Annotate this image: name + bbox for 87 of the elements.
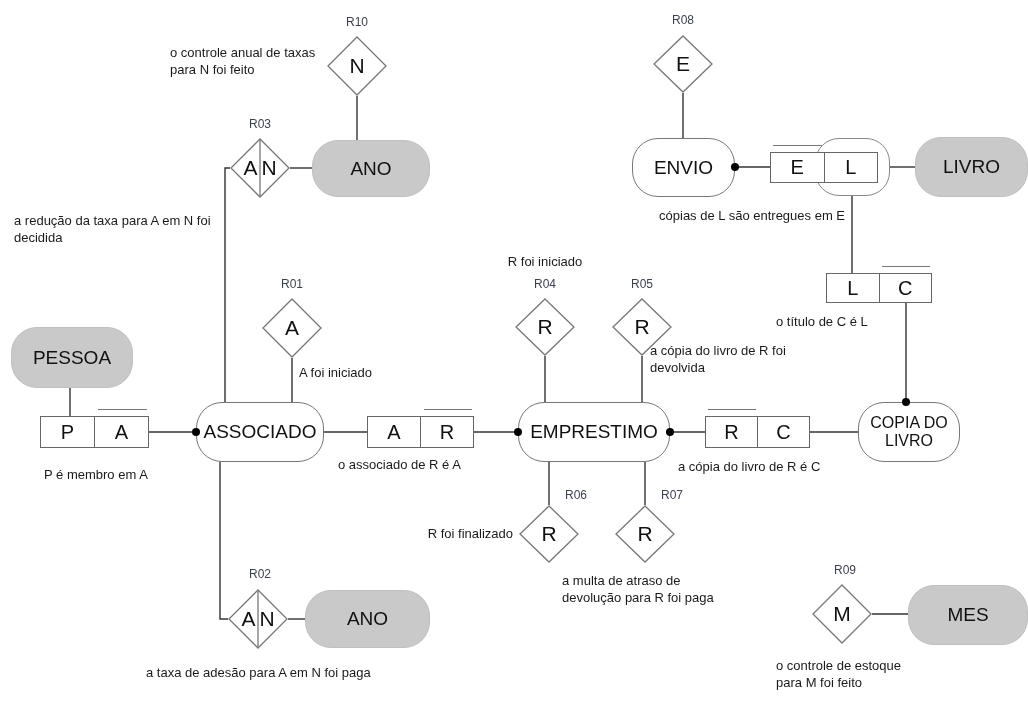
connector-line bbox=[323, 431, 368, 433]
fact-reading: a cópia do livro de R é C bbox=[678, 458, 822, 475]
reference-code: R06 bbox=[564, 487, 588, 504]
connector-line bbox=[809, 431, 859, 433]
entity-type-box: EMPRESTIMO bbox=[518, 402, 670, 462]
role-cell: A bbox=[367, 416, 421, 448]
fact-type-diamond bbox=[653, 35, 713, 93]
role-label: A bbox=[243, 156, 258, 180]
fact-type-diamond bbox=[228, 589, 288, 649]
fact-reading: cópias de L são entregues em E bbox=[658, 207, 845, 224]
connector-line bbox=[644, 461, 646, 506]
connector-line bbox=[356, 95, 358, 141]
connector-line bbox=[148, 428, 200, 436]
role-label: R bbox=[637, 522, 653, 546]
connector-line bbox=[902, 302, 910, 406]
reference-code: R04 bbox=[533, 276, 557, 293]
role-label: N bbox=[261, 156, 277, 180]
connector-line bbox=[851, 195, 853, 274]
fact-reading: a redução da taxa para A em N foi decidida bbox=[14, 212, 212, 246]
connector-line bbox=[69, 387, 71, 417]
reference-code: R07 bbox=[660, 487, 684, 504]
fact-reading: o associado de R é A bbox=[338, 456, 462, 473]
fact-reading: o controle de estoque para M foi feito bbox=[776, 657, 903, 691]
connector-line bbox=[548, 461, 550, 506]
connector-line bbox=[289, 167, 313, 169]
role-label: M bbox=[833, 602, 851, 626]
role-label: R bbox=[541, 522, 557, 546]
fact-reading: a multa de atraso de devolução para R foi paga bbox=[562, 572, 715, 606]
connector-line bbox=[473, 428, 522, 436]
connector-line bbox=[666, 428, 706, 436]
role-cell: R bbox=[705, 416, 758, 448]
fact-reading: a taxa de adesão para A em N foi paga bbox=[146, 664, 372, 681]
fact-type-diamond bbox=[515, 298, 575, 356]
reference-code: R03 bbox=[248, 116, 272, 133]
connector-line bbox=[287, 618, 306, 620]
value-type-box: PESSOA bbox=[11, 327, 133, 388]
value-type-box: ANO bbox=[305, 590, 430, 648]
role-label: R bbox=[634, 315, 650, 339]
fact-type-diamond bbox=[327, 36, 387, 96]
connector-line bbox=[682, 92, 684, 139]
role-cell: A bbox=[95, 416, 149, 448]
fact-type-diamond bbox=[519, 505, 579, 563]
role-label: N bbox=[349, 54, 365, 78]
role-cell: L bbox=[826, 273, 880, 303]
value-type-box: MES bbox=[908, 585, 1028, 645]
role-cell: R bbox=[421, 416, 474, 448]
reference-code: R08 bbox=[671, 12, 695, 29]
value-type-box: ANO bbox=[312, 140, 430, 197]
role-label: A bbox=[241, 607, 256, 631]
reference-code: R10 bbox=[345, 14, 369, 31]
fact-reading: R foi iniciado bbox=[506, 253, 584, 270]
entity-type-box: ENVIO bbox=[632, 138, 735, 197]
fact-reading: P é membro em A bbox=[44, 466, 149, 483]
role-cell: P bbox=[40, 416, 95, 448]
reference-code: R09 bbox=[833, 562, 857, 579]
fact-reading: a cópia do livro de R foi devolvida bbox=[650, 342, 787, 376]
role-label: A bbox=[285, 316, 299, 340]
connector-line bbox=[291, 357, 293, 403]
fact-type-diamond bbox=[812, 584, 872, 644]
role-cell: C bbox=[758, 416, 810, 448]
fact-type-diamond bbox=[615, 505, 675, 563]
value-type-box: LIVRO bbox=[915, 137, 1028, 197]
connector-line bbox=[219, 461, 229, 620]
reference-code: R01 bbox=[280, 276, 304, 293]
fact-reading: o controle anual de taxas para N foi feito bbox=[170, 44, 317, 78]
fact-reading: A foi iniciado bbox=[299, 364, 373, 381]
role-label: R bbox=[537, 315, 553, 339]
fact-type-box bbox=[770, 138, 890, 196]
connector-line bbox=[544, 355, 546, 403]
role-label: N bbox=[259, 607, 275, 631]
role-cell: L bbox=[824, 152, 878, 183]
fact-reading: o título de C é L bbox=[776, 313, 869, 330]
connector-line bbox=[224, 167, 231, 403]
reference-code: R05 bbox=[630, 276, 654, 293]
reference-code: R02 bbox=[248, 566, 272, 583]
fact-type-diamond bbox=[230, 138, 290, 198]
fact-type-diamond bbox=[262, 298, 322, 358]
connector-line bbox=[889, 166, 916, 168]
connector-line bbox=[641, 355, 643, 403]
entity-type-box: ASSOCIADO bbox=[196, 402, 324, 462]
fact-reading: R foi finalizado bbox=[426, 525, 513, 542]
connector-line bbox=[871, 613, 909, 615]
entity-type-box: COPIA DO LIVRO bbox=[858, 402, 960, 462]
role-cell: E bbox=[770, 152, 825, 183]
connector-line bbox=[731, 163, 771, 171]
role-label: E bbox=[676, 52, 690, 76]
role-cell: C bbox=[879, 273, 932, 303]
